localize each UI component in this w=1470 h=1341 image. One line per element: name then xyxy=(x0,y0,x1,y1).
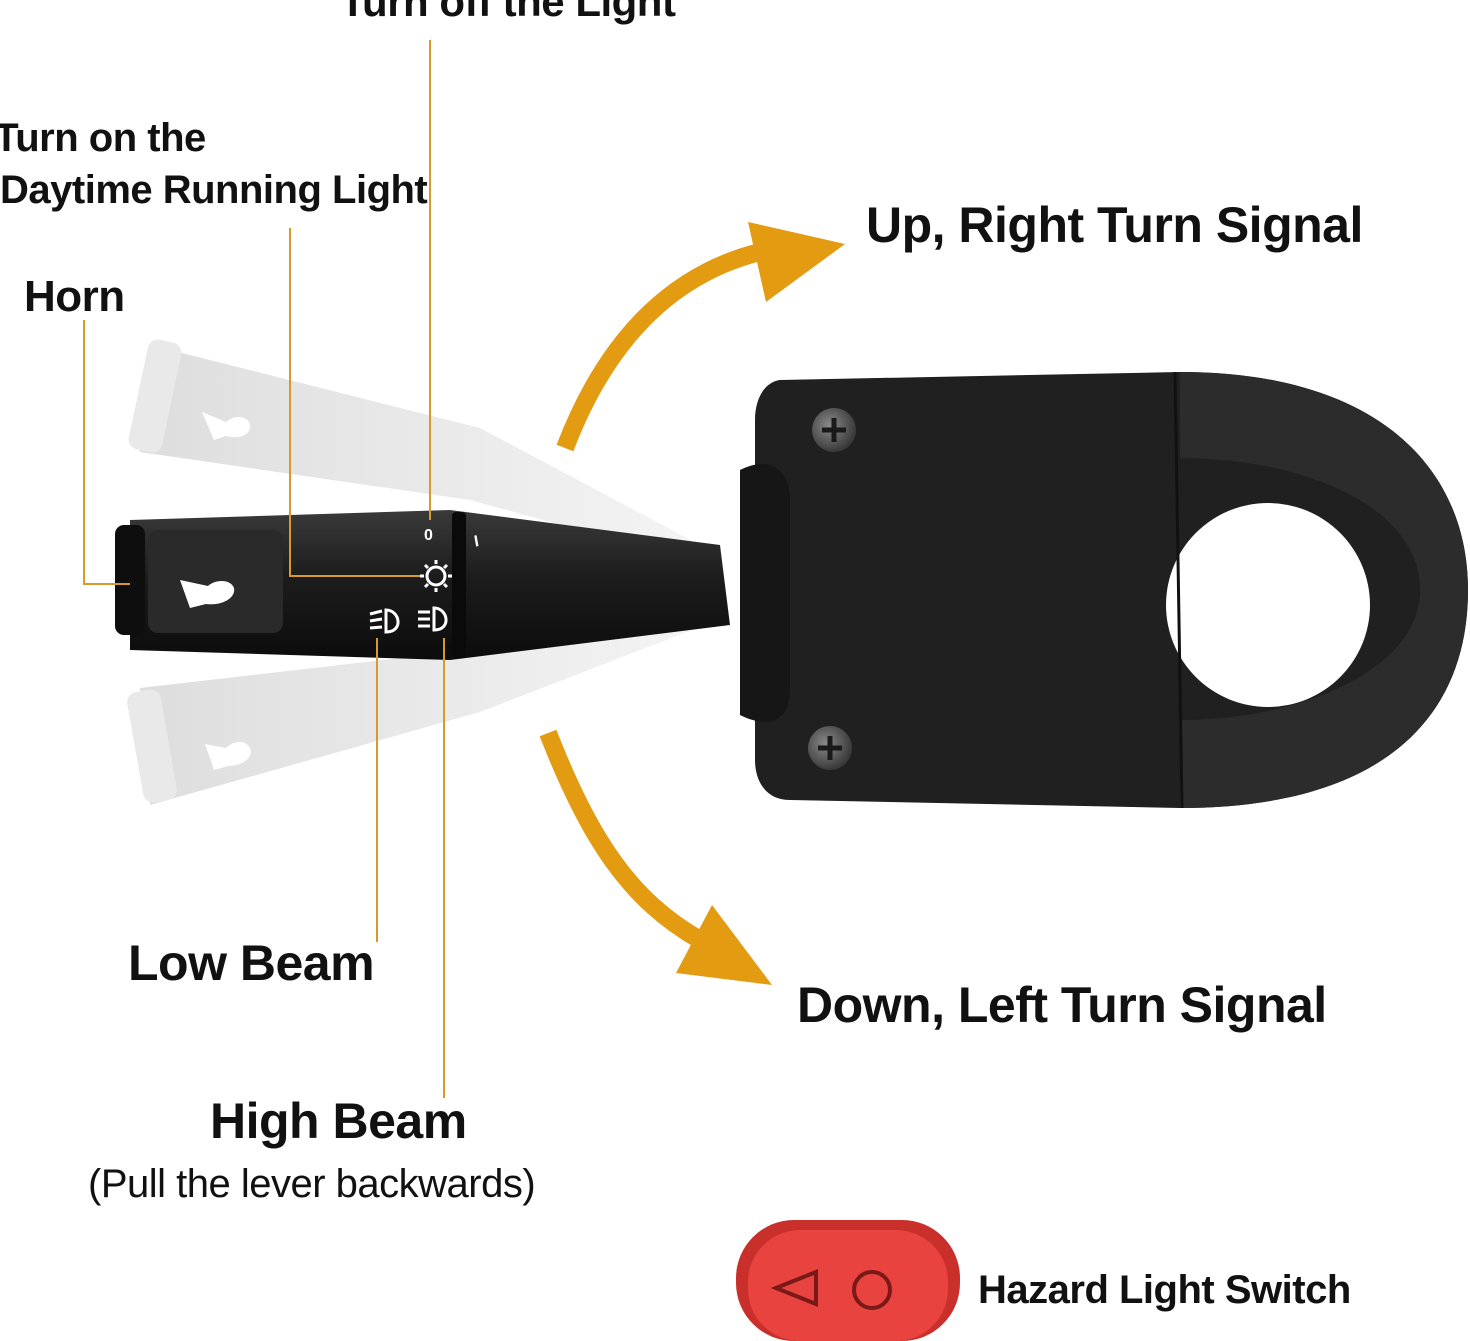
ghost-lever-up xyxy=(128,339,700,560)
main-lever xyxy=(115,510,730,660)
steering-column-hole xyxy=(1166,503,1370,707)
down-left-turn-label: Down, Left Turn Signal xyxy=(797,977,1327,1033)
arrow-down xyxy=(539,729,772,985)
high-beam-icon xyxy=(418,606,448,632)
horn-icon xyxy=(180,580,235,608)
drl-label-line1: Turn on the xyxy=(0,116,206,160)
ghost-horn-icon-2 xyxy=(205,741,251,770)
hazard-switch[interactable] xyxy=(736,1220,960,1341)
high-beam-label: High Beam xyxy=(210,1093,467,1149)
drl-label: Turn on the Daytime Running Light xyxy=(0,112,428,216)
ghost-horn-icon xyxy=(202,412,251,440)
screw-icon-2 xyxy=(808,726,852,770)
up-right-turn-label: Up, Right Turn Signal xyxy=(866,197,1363,253)
screw-icon xyxy=(812,408,856,452)
leader-lines xyxy=(83,40,445,1098)
drl-label-line2: Daytime Running Light xyxy=(0,168,428,212)
circle-icon xyxy=(852,1270,892,1310)
low-beam-label: Low Beam xyxy=(128,935,375,991)
on-marking: I xyxy=(473,533,480,551)
sun-icon xyxy=(420,560,452,592)
ghost-lever-down xyxy=(127,610,705,805)
horn-label: Horn xyxy=(24,272,125,321)
turn-off-light-label: Turn off the Light xyxy=(340,0,676,25)
arrow-up xyxy=(556,222,845,452)
low-beam-icon xyxy=(369,608,400,634)
horn-button[interactable] xyxy=(115,525,145,635)
hazard-switch-label: Hazard Light Switch xyxy=(978,1268,1351,1312)
off-marking: 0 xyxy=(424,527,433,544)
high-beam-note: (Pull the lever backwards) xyxy=(88,1162,536,1206)
triangle-icon xyxy=(770,1269,818,1307)
switch-housing xyxy=(740,371,1468,809)
